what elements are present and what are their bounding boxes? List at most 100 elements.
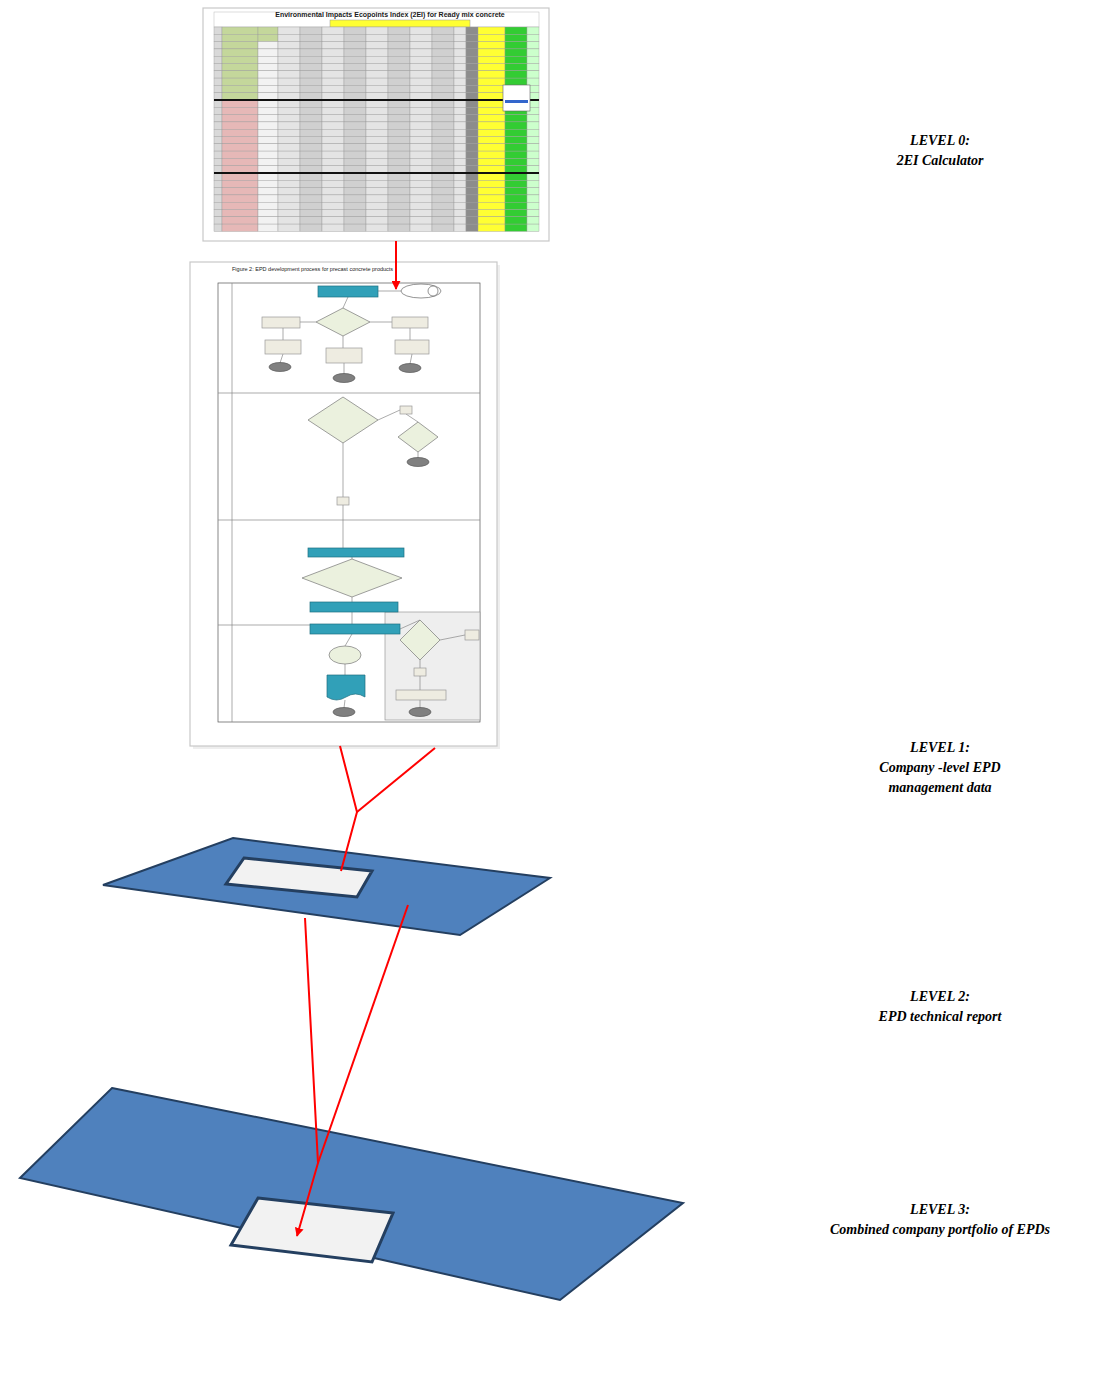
sheet-cell [505,49,527,56]
level-connector [297,918,318,1236]
sheet-cell [454,100,466,107]
flow-line [378,410,400,420]
sheet-cell [222,137,258,144]
sheet-cell [300,71,322,78]
sheet-cell [505,42,527,49]
sheet-cell [278,107,300,114]
sheet-cell [454,144,466,151]
sheet-cell [322,173,344,180]
figure-title: Figure 2: EPD development process for pr… [232,266,393,273]
sheet-cell [478,180,505,187]
sheet-cell [278,115,300,122]
sheet-cell [258,129,278,136]
sheet-cell [505,180,527,187]
sheet-cell [454,78,466,85]
sheet-cell [222,195,258,202]
sheet-cell [527,217,539,224]
sheet-cell [527,144,539,151]
sheet-cell [278,42,300,49]
sheet-cell [222,71,258,78]
sheet-cell [527,166,539,173]
sheet-cell [258,107,278,114]
level-caption: LEVEL 1:Company -level EPD management da… [851,738,1029,798]
sheet-cell [214,173,222,180]
sheet-cell [258,56,278,63]
level-connector [340,746,357,871]
sheet-cell [478,71,505,78]
sheet-cell [478,78,505,85]
sheet-cell [222,56,258,63]
sheet-cell [410,115,432,122]
sheet-cell [432,173,454,180]
sheet-cell [432,93,454,100]
sheet-cell [258,27,278,34]
sheet-cell [278,188,300,195]
sheet-cell [505,144,527,151]
sheet-cell [214,137,222,144]
sheet-cell [478,202,505,209]
sheet-cell [410,158,432,165]
process-box [310,624,400,634]
flow-line [343,443,344,497]
sheet-cell [322,180,344,187]
process-box [262,317,300,328]
sheet-cell [322,224,344,231]
sheet-group-separator [214,99,539,101]
sheet-cell [527,78,539,85]
sheet-cell [278,210,300,217]
sheet-cell [278,180,300,187]
sheet-cell [466,144,478,151]
sheet-cell [410,71,432,78]
decision-diamond [400,620,440,660]
sheet-cell [527,129,539,136]
sheet-cell [366,173,388,180]
sheet-cell [466,56,478,63]
sheet-cell [258,78,278,85]
sheet-cell [278,122,300,129]
sheet-cell [454,210,466,217]
sheet-cell [344,85,366,92]
sheet-cell [258,224,278,231]
sheet-cell [527,224,539,231]
answer-box [337,497,349,505]
sheet-cell [366,56,388,63]
sheet-cell [478,42,505,49]
sheet-cell [410,129,432,136]
sheet-cell [478,166,505,173]
flow-line [440,635,465,640]
level-connector [395,241,397,289]
sheet-cell [366,202,388,209]
sheet-cell [258,195,278,202]
sheet-cell [432,188,454,195]
sheet-cell [527,195,539,202]
sheet-cell [466,217,478,224]
sheet-cell [432,78,454,85]
sheet-cell [466,34,478,41]
process-box [308,548,404,557]
sheet-cell [344,27,366,34]
flow-line [343,297,348,308]
sheet-title: Environmental Impacts Ecopoints Index (2… [275,11,505,19]
flow-line [344,700,345,708]
sheet-cell [432,217,454,224]
sheet-cell [258,93,278,100]
sheet-cell [222,64,258,71]
sheet-cell [505,173,527,180]
flow-line [410,328,411,340]
sheet-cell [454,42,466,49]
image-shadow [193,265,500,749]
sheet-cell [505,34,527,41]
sheet-cell [344,93,366,100]
sheet-cell [222,34,258,41]
sheet-cell [322,49,344,56]
sheet-cell [322,100,344,107]
sheet-cell [300,151,322,158]
sheet-cell [527,27,539,34]
sheet-cell [322,137,344,144]
sheet-cell [300,93,322,100]
sheet-cell [300,166,322,173]
sheet-cell [505,166,527,173]
sheet-cell [278,202,300,209]
sheet-cell [454,64,466,71]
sheet-cell [466,202,478,209]
